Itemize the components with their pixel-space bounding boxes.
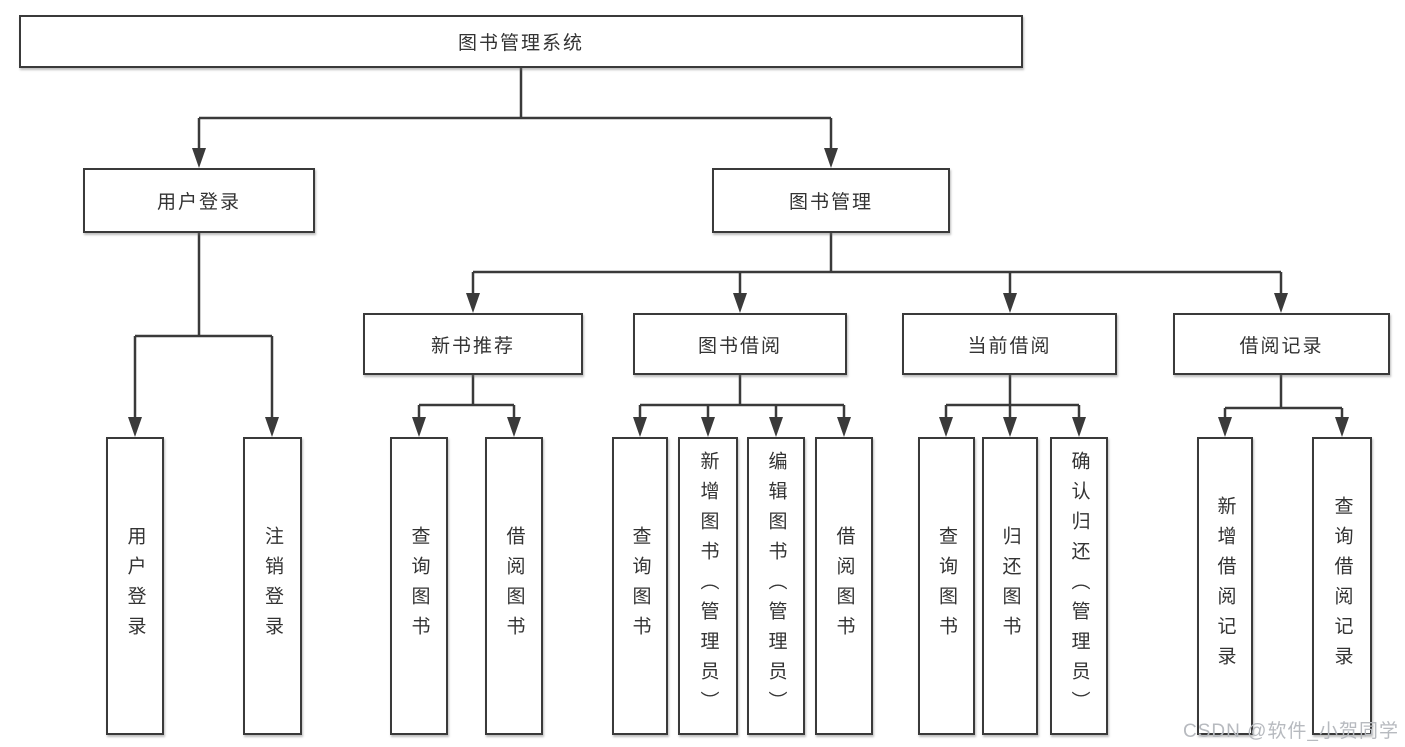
node-label: 用户登录: [156, 192, 241, 213]
node-label: 查询图书: [408, 526, 430, 646]
leaf-edit-book-admin: 编辑图书（管理员）: [747, 437, 805, 735]
leaf-borrow-books-borrowing: 借阅图书: [815, 437, 873, 735]
node-user-login: 用户登录: [83, 168, 315, 233]
leaf-logout: 注销登录: [243, 437, 302, 735]
csdn-watermark: CSDN @软件_小贺同学: [1183, 721, 1399, 742]
leaf-add-book-admin: 新增图书（管理员）: [678, 437, 738, 735]
node-book-borrowing: 图书借阅: [633, 313, 847, 375]
node-label: 查询图书: [629, 526, 651, 646]
node-label: 借阅图书: [503, 526, 525, 646]
node-label: 注销登录: [262, 526, 283, 646]
node-label: 新增图书（管理员）: [697, 451, 719, 721]
leaf-query-books-current: 查询图书: [918, 437, 975, 735]
node-label: 当前借阅: [967, 335, 1052, 357]
node-current-borrowing: 当前借阅: [902, 313, 1117, 375]
leaf-return-book: 归还图书: [982, 437, 1038, 735]
leaf-user-login: 用户登录: [106, 437, 164, 735]
node-label: 确认归还（管理员）: [1068, 451, 1090, 721]
node-label: 图书管理系统: [457, 33, 584, 54]
node-label: 查询图书: [936, 526, 957, 646]
leaf-borrow-books-recommend: 借阅图书: [485, 437, 543, 735]
node-library-management-system: 图书管理系统: [19, 15, 1023, 68]
node-label: 用户登录: [124, 526, 146, 646]
leaf-query-books-borrowing: 查询图书: [612, 437, 668, 735]
leaf-confirm-return-admin: 确认归还（管理员）: [1050, 437, 1108, 735]
leaf-query-borrow-record: 查询借阅记录: [1312, 437, 1372, 735]
leaf-query-books-recommend: 查询图书: [390, 437, 448, 735]
node-label: 借阅图书: [833, 526, 855, 646]
node-label: 新增借阅记录: [1214, 496, 1236, 676]
leaf-add-borrow-record: 新增借阅记录: [1197, 437, 1253, 735]
node-label: 归还图书: [999, 526, 1021, 646]
node-new-book-recommendation: 新书推荐: [363, 313, 583, 375]
node-book-management: 图书管理: [712, 168, 950, 233]
node-label: 图书管理: [788, 192, 873, 213]
node-label: 新书推荐: [430, 335, 515, 357]
node-label: 编辑图书（管理员）: [765, 451, 787, 721]
node-label: 图书借阅: [697, 335, 782, 357]
node-borrowing-records: 借阅记录: [1173, 313, 1390, 375]
node-label: 借阅记录: [1239, 335, 1324, 357]
node-label: 查询借阅记录: [1331, 496, 1353, 676]
